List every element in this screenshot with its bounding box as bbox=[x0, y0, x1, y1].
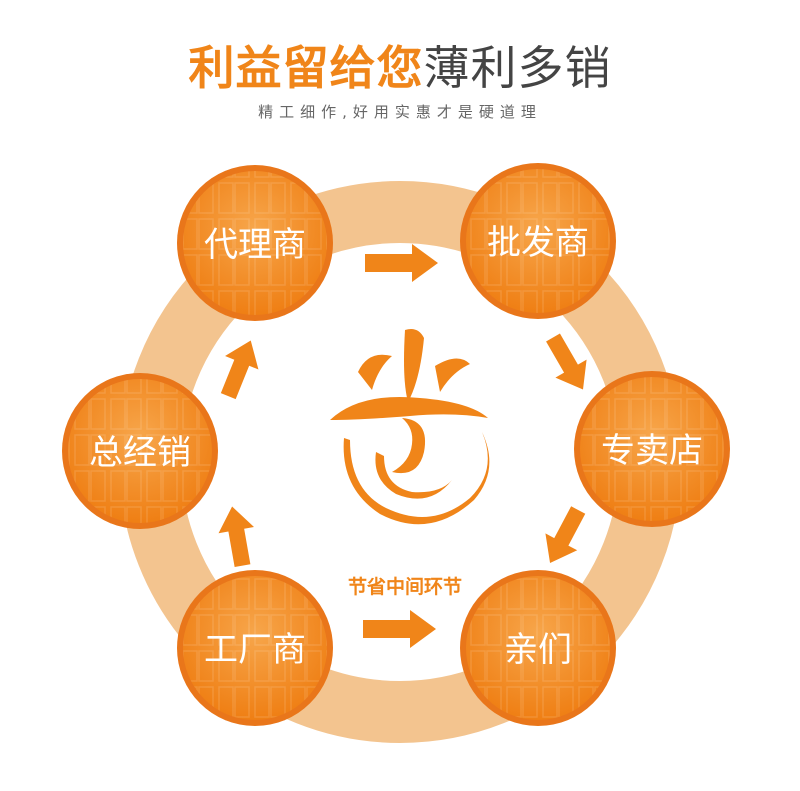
node-label-wholesaler: 批发商 bbox=[487, 223, 589, 263]
arrow-factory-to-customer bbox=[363, 610, 436, 648]
page-subtitle: 精工细作,好用实惠才是硬道理 bbox=[258, 103, 542, 121]
node-label-customer: 亲们 bbox=[504, 630, 572, 670]
node-label-factory: 工厂商 bbox=[204, 630, 306, 670]
node-label-store: 专卖店 bbox=[601, 431, 703, 471]
node-customer: 亲们 bbox=[460, 570, 616, 726]
arrow-wholesaler-to-store bbox=[546, 333, 587, 390]
node-distributor: 总经销 bbox=[62, 373, 218, 529]
node-store: 专卖店 bbox=[574, 371, 730, 527]
sheng-logo-icon bbox=[330, 329, 490, 525]
node-wholesaler: 批发商 bbox=[460, 163, 616, 319]
node-label-distributor: 总经销 bbox=[89, 433, 191, 473]
node-agent: 代理商 bbox=[177, 165, 333, 321]
node-factory: 工厂商 bbox=[177, 570, 333, 726]
arrow-agent-to-wholesaler bbox=[365, 244, 438, 282]
flow-arrows bbox=[218, 244, 587, 648]
arrow-store-to-customer bbox=[545, 506, 586, 564]
node-label-agent: 代理商 bbox=[204, 225, 306, 265]
arrow-factory-to-distributor bbox=[218, 506, 254, 567]
center-tagline: 节省中间环节 bbox=[347, 576, 462, 598]
title-thin: 薄利多销 bbox=[423, 41, 612, 95]
arrow-distributor-to-agent bbox=[220, 340, 259, 400]
title-bold: 利益留给您 bbox=[188, 41, 424, 95]
page-title: 利益留给您薄利多销 bbox=[0, 38, 800, 98]
